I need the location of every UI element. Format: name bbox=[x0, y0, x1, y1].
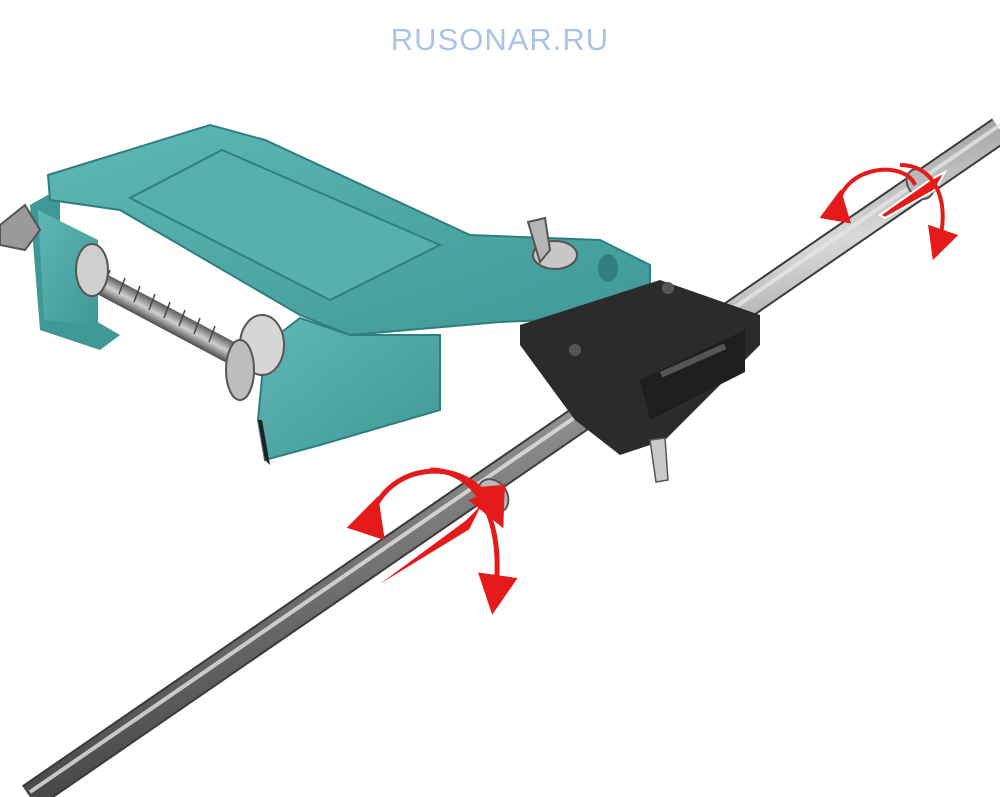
watermark: RUSONAR.RU bbox=[390, 22, 610, 57]
pole-bracket bbox=[520, 280, 760, 483]
rotation-arrow-upper bbox=[819, 163, 959, 261]
table-clamp bbox=[0, 123, 651, 465]
rotation-arrow-lower bbox=[346, 467, 518, 615]
